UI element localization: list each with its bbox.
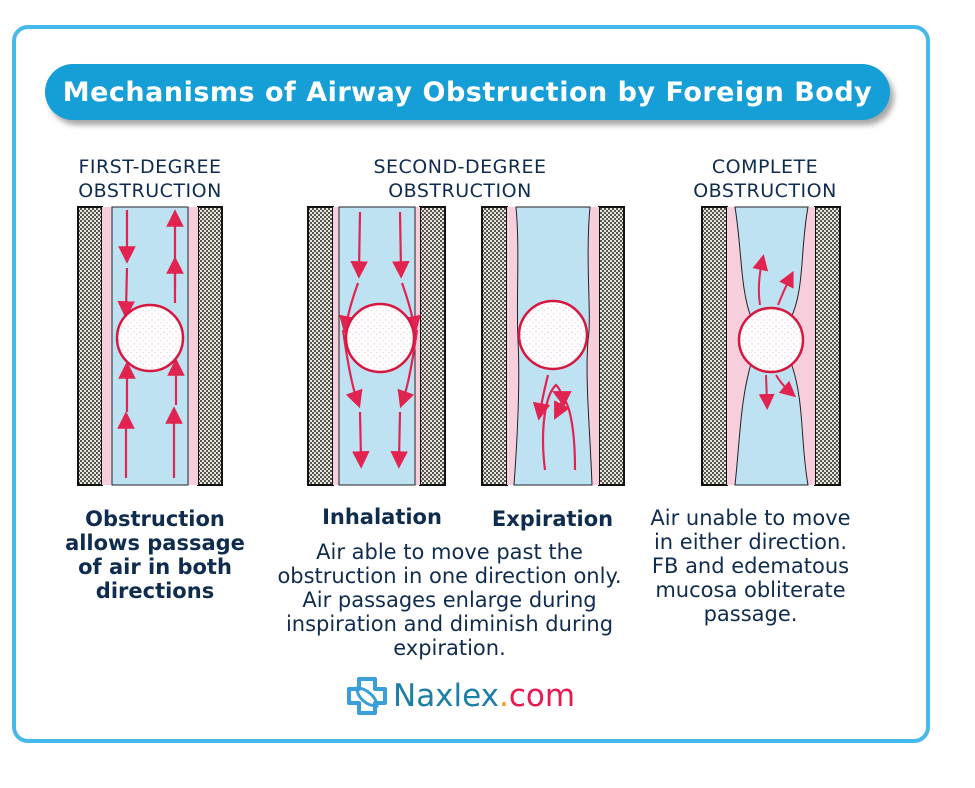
inhalation-label: Inhalation: [322, 505, 442, 529]
heading-line: FIRST-DEGREE: [78, 156, 222, 178]
foreign-body: [517, 299, 589, 371]
heading-line: SECOND-DEGREE: [373, 156, 547, 178]
heading-line: OBSTRUCTION: [78, 180, 222, 202]
first-degree-airway: [77, 206, 223, 486]
heading-line: COMPLETE: [711, 156, 819, 178]
naxlex-logo: Naxlex.com: [345, 676, 575, 716]
expiration-airway: [481, 206, 625, 486]
first-degree-caption: Obstruction allows passage of air in bot…: [65, 507, 245, 603]
inhalation-airway: [307, 206, 446, 486]
complete-caption: Air unable to move in either direction. …: [650, 506, 851, 626]
page-title: Mechanisms of Airway Obstruction by Fore…: [45, 64, 890, 120]
foreign-body: [115, 303, 185, 373]
second-degree-caption: Air able to move past the obstruction in…: [277, 540, 622, 660]
logo-dot: .: [499, 678, 509, 714]
heading-line: OBSTRUCTION: [388, 180, 532, 202]
foreign-body: [737, 306, 805, 374]
cross-leaf-icon: [347, 677, 387, 715]
logo-tld: com: [508, 678, 576, 714]
foreign-body: [344, 302, 416, 374]
logo-name: Naxlex: [393, 678, 500, 714]
frame-border: [12, 25, 930, 743]
complete-airway: [701, 206, 841, 486]
heading-line: OBSTRUCTION: [693, 180, 837, 202]
expiration-label: Expiration: [491, 507, 614, 531]
